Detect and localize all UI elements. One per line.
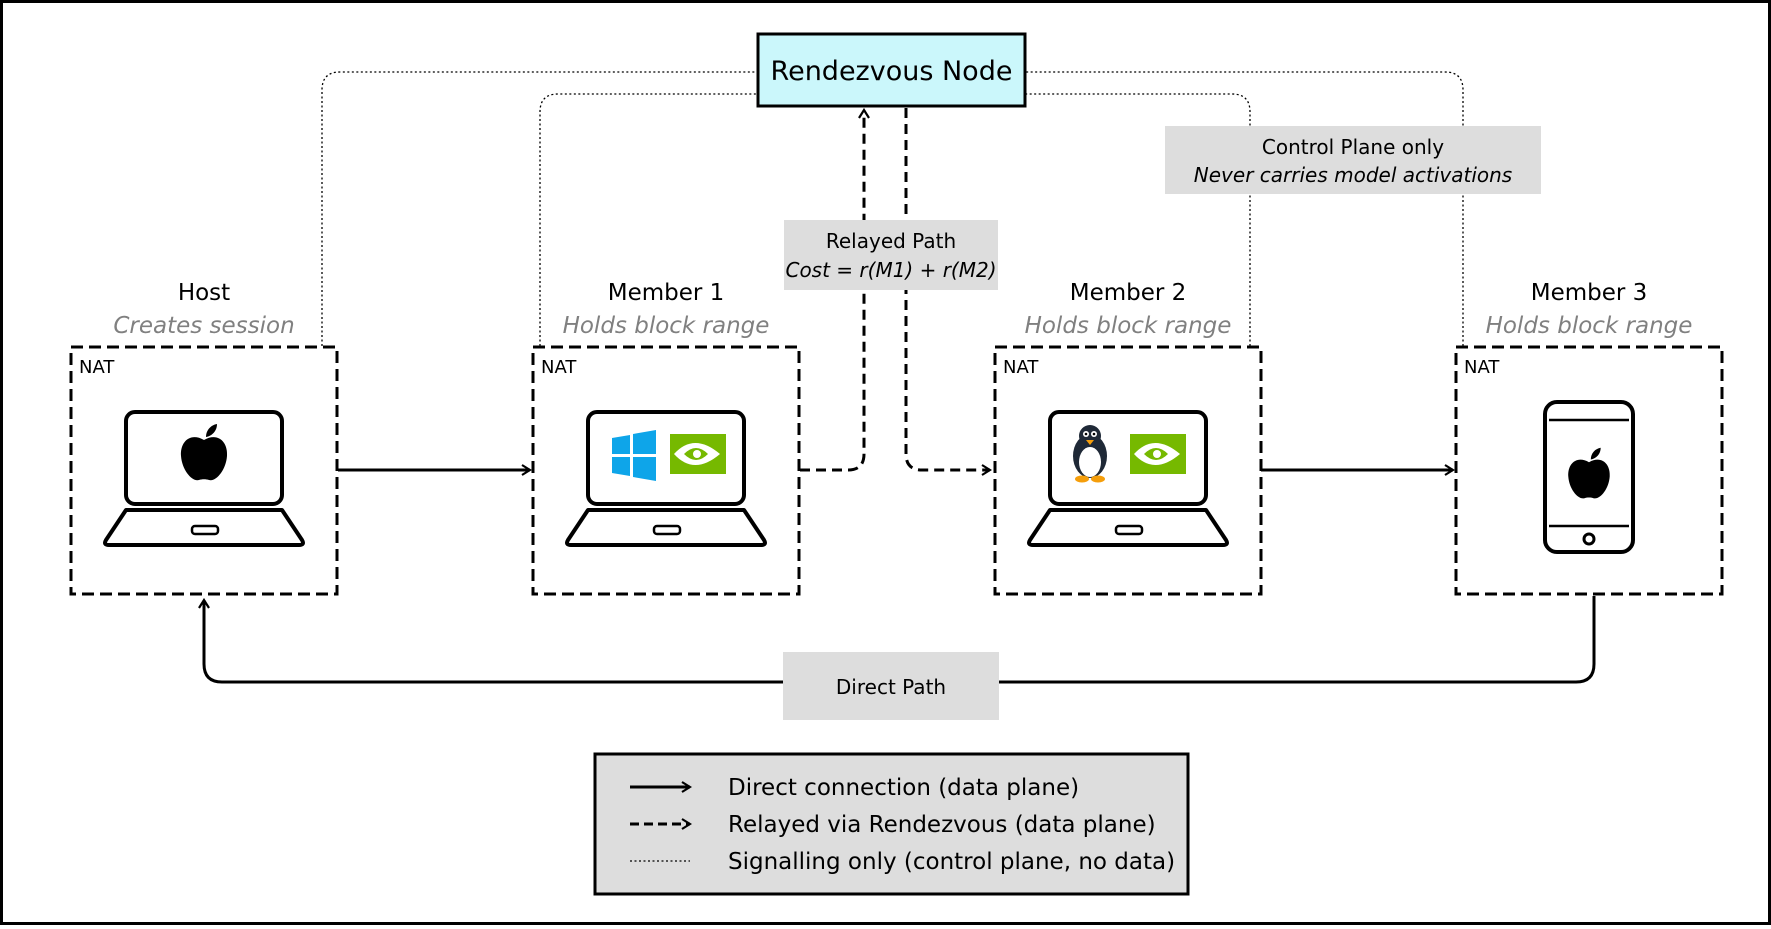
legend-box xyxy=(593,752,1190,896)
node-name: Host xyxy=(178,280,230,306)
node-host: Host Creates session NAT xyxy=(69,280,339,596)
relay-down-line xyxy=(904,108,990,470)
nat-label: NAT xyxy=(1003,357,1039,378)
node-name: Member 3 xyxy=(1531,280,1648,306)
legend-item-relayed: Relayed via Rendezvous (data plane) xyxy=(728,812,1156,838)
relayed-path-label-box xyxy=(784,220,998,290)
nvidia-icon xyxy=(670,434,726,474)
node-member3: Member 3 Holds block range NAT xyxy=(1454,280,1724,596)
relay-up-line xyxy=(800,110,864,472)
laptop-icon xyxy=(103,410,305,547)
control-plane-note: Never carries model activations xyxy=(1194,163,1512,187)
direct-path-label: Direct Path xyxy=(836,675,946,699)
laptop-icon xyxy=(565,410,767,547)
rendezvous-node xyxy=(756,32,1027,108)
control-plane-title: Control Plane only xyxy=(1262,135,1444,159)
apple-icon xyxy=(1568,447,1610,499)
windows-icon xyxy=(612,430,656,481)
signalling-line-member2 xyxy=(1025,93,1251,346)
node-role: Creates session xyxy=(113,313,294,339)
node-role: Holds block range xyxy=(1025,313,1232,339)
signalling-line-host xyxy=(321,71,758,346)
node-member1: Member 1 Holds block range NAT xyxy=(531,280,801,596)
nat-label: NAT xyxy=(541,357,577,378)
node-role: Holds block range xyxy=(563,313,770,339)
nvidia-icon xyxy=(1130,434,1186,474)
direct-path-label-box xyxy=(783,652,999,720)
node-name: Member 2 xyxy=(1070,280,1187,306)
relayed-path-title: Relayed Path xyxy=(826,229,956,253)
nat-label: NAT xyxy=(79,357,115,378)
laptop-icon xyxy=(1027,410,1229,547)
node-member2: Member 2 Holds block range NAT xyxy=(993,280,1263,596)
legend-item-direct: Direct connection (data plane) xyxy=(728,775,1079,801)
legend: Direct connection (data plane) Relayed v… xyxy=(593,752,1190,896)
nat-label: NAT xyxy=(1464,357,1500,378)
rendezvous-node-label: Rendezvous Node xyxy=(771,56,1013,87)
relayed-path-cost: Cost = r(M1) + r(M2) xyxy=(785,258,996,282)
apple-icon xyxy=(180,424,228,481)
linux-penguin-icon xyxy=(1073,425,1107,483)
relayed-path xyxy=(800,108,990,470)
phone-icon xyxy=(1543,400,1635,554)
node-role: Holds block range xyxy=(1486,313,1693,339)
nat-boundary xyxy=(993,345,1263,596)
signalling-line-member1 xyxy=(539,93,758,346)
signalling-lines xyxy=(321,71,1464,346)
node-name: Member 1 xyxy=(608,280,725,306)
signalling-line-member3 xyxy=(1025,71,1464,346)
nat-boundary xyxy=(531,345,801,596)
legend-item-signalling: Signalling only (control plane, no data) xyxy=(728,849,1175,875)
control-plane-label-box xyxy=(1165,126,1541,194)
